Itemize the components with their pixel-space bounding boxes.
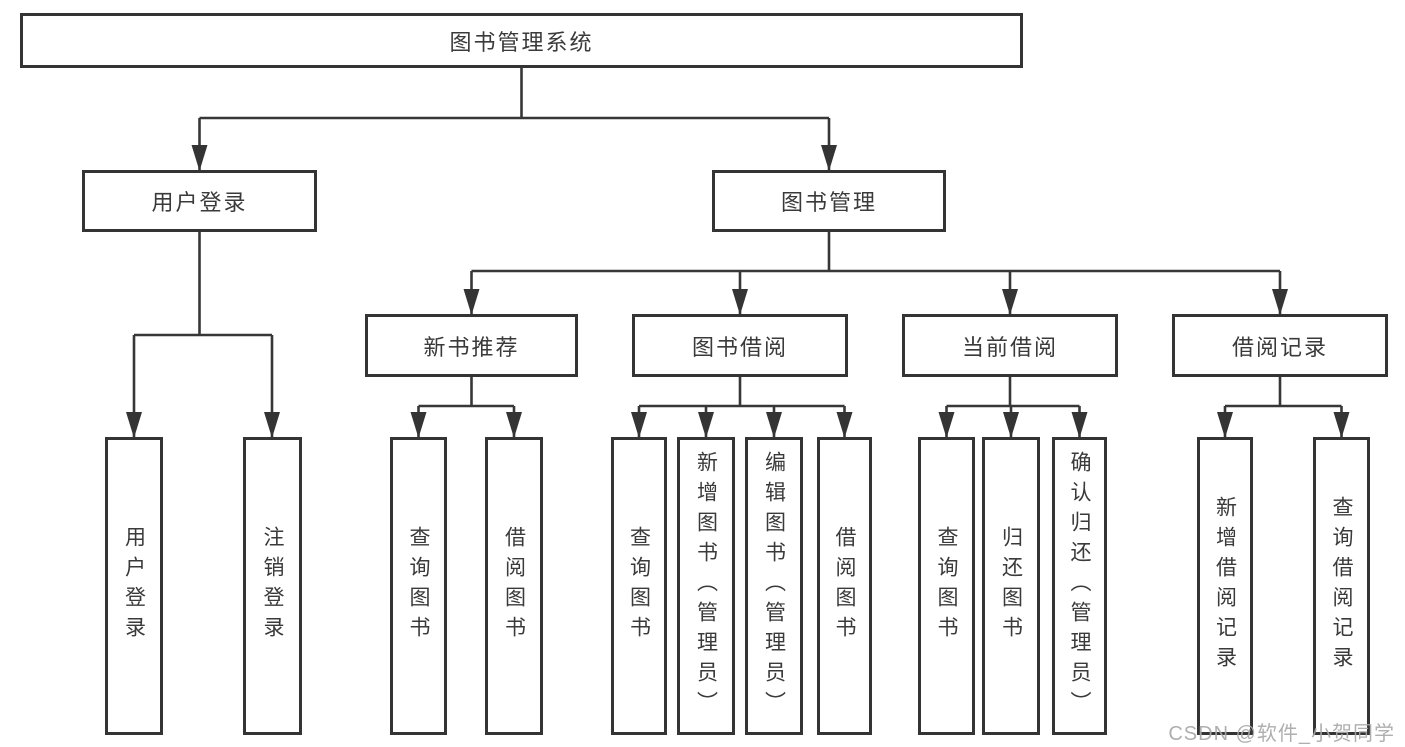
leaf-borrow-edit-books-admin-label: 编辑图书（管理员） xyxy=(762,451,786,721)
leaf-current-return-books-label: 归还图书 xyxy=(999,526,1023,646)
node-book-borrow-label: 图书借阅 xyxy=(691,334,788,360)
leaf-current-query-books-label: 查询图书 xyxy=(935,526,958,646)
leaf-current-confirm-return-admin: 确认归还（管理员） xyxy=(1052,437,1107,735)
watermark: CSDN @软件_小贺同学 xyxy=(1168,723,1395,745)
node-library-system-label: 图书管理系统 xyxy=(449,29,594,55)
leaf-records-query-record-label: 查询借阅记录 xyxy=(1330,496,1353,676)
node-new-book-recommend-label: 新书推荐 xyxy=(423,334,520,360)
leaf-borrow-add-books-admin-label: 新增图书（管理员） xyxy=(694,451,718,721)
leaf-borrow-query-books-label: 查询图书 xyxy=(627,526,651,646)
leaf-records-query-record: 查询借阅记录 xyxy=(1313,437,1370,735)
node-library-system: 图书管理系统 xyxy=(20,13,1023,68)
leaf-user-login-label: 用户登录 xyxy=(122,526,146,646)
leaf-records-add-record-label: 新增借阅记录 xyxy=(1213,496,1237,676)
node-new-book-recommend: 新书推荐 xyxy=(365,314,578,377)
leaf-borrow-borrow-books: 借阅图书 xyxy=(817,437,872,735)
node-user-login-label: 用户登录 xyxy=(151,190,248,215)
leaf-current-query-books: 查询图书 xyxy=(918,437,975,735)
node-borrow-records-label: 借阅记录 xyxy=(1231,334,1328,360)
leaf-recommend-query-books: 查询图书 xyxy=(390,437,447,735)
leaf-logout: 注销登录 xyxy=(243,437,302,735)
node-current-borrow: 当前借阅 xyxy=(902,314,1118,377)
leaf-records-add-record: 新增借阅记录 xyxy=(1197,437,1253,735)
leaf-borrow-query-books: 查询图书 xyxy=(611,437,667,735)
leaf-recommend-borrow-books-label: 借阅图书 xyxy=(502,526,526,646)
leaf-current-confirm-return-admin-label: 确认归还（管理员） xyxy=(1068,451,1091,721)
node-book-management: 图书管理 xyxy=(712,170,946,232)
leaf-recommend-query-books-label: 查询图书 xyxy=(407,526,430,646)
node-user-login: 用户登录 xyxy=(82,170,317,232)
leaf-recommend-borrow-books: 借阅图书 xyxy=(485,437,543,735)
leaf-current-return-books: 归还图书 xyxy=(982,437,1040,735)
leaf-borrow-edit-books-admin: 编辑图书（管理员） xyxy=(745,437,803,735)
leaf-user-login: 用户登录 xyxy=(105,437,163,735)
leaf-borrow-add-books-admin: 新增图书（管理员） xyxy=(677,437,735,735)
leaf-logout-label: 注销登录 xyxy=(261,526,284,646)
node-borrow-records: 借阅记录 xyxy=(1172,314,1388,377)
node-book-borrow: 图书借阅 xyxy=(632,314,848,377)
node-current-borrow-label: 当前借阅 xyxy=(961,334,1058,360)
leaf-borrow-borrow-books-label: 借阅图书 xyxy=(833,526,856,646)
node-book-management-label: 图书管理 xyxy=(780,190,877,215)
